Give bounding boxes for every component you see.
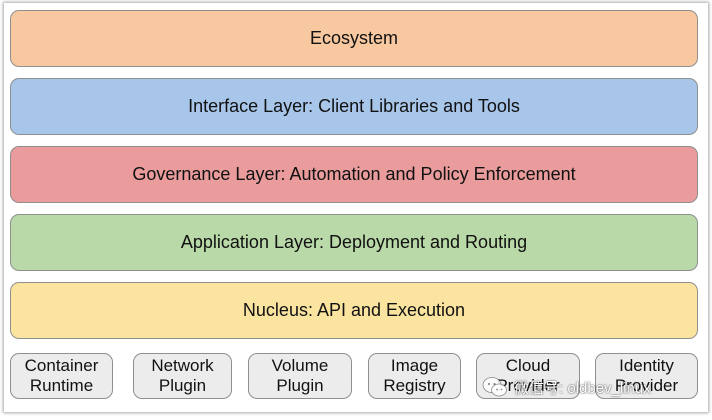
plugin-label-line2: Registry <box>383 376 446 395</box>
governance-layer-label: Governance Layer: Automation and Policy … <box>132 164 576 184</box>
application-layer: Application Layer: Deployment and Routin… <box>10 214 698 271</box>
plugin-row: Container Runtime Network Plugin Volume … <box>10 353 698 401</box>
plugin-container-runtime: Container Runtime <box>10 353 113 399</box>
application-layer-label: Application Layer: Deployment and Routin… <box>180 232 528 252</box>
plugin-cloud-provider: Cloud Provider <box>476 353 580 399</box>
architecture-diagram: Ecosystem Interface Layer: Client Librar… <box>4 3 708 412</box>
plugin-label-line1: Container <box>24 356 99 375</box>
plugin-label-line1: Identity <box>619 356 674 375</box>
plugin-label-line2: Provider <box>614 376 679 395</box>
interface-layer-label: Interface Layer: Client Libraries and To… <box>188 96 520 116</box>
plugin-label-line1: Cloud <box>505 356 551 375</box>
plugin-network: Network Plugin <box>133 353 232 399</box>
plugin-label-line2: Provider <box>496 376 560 395</box>
interface-layer: Interface Layer: Client Libraries and To… <box>10 78 698 135</box>
ecosystem-label: Ecosystem <box>309 28 399 48</box>
plugin-label-line1: Image <box>390 356 439 375</box>
ecosystem-layer: Ecosystem <box>10 10 698 67</box>
nucleus-layer-label: Nucleus: API and Execution <box>242 300 466 320</box>
plugin-volume: Volume Plugin <box>248 353 352 399</box>
nucleus-layer: Nucleus: API and Execution <box>10 282 698 339</box>
plugin-identity-provider: Identity Provider <box>595 353 698 399</box>
plugin-label-line1: Network <box>151 356 214 375</box>
plugin-label-line2: Plugin <box>276 376 324 395</box>
plugin-label-line2: Runtime <box>29 376 94 395</box>
plugin-label-line2: Plugin <box>158 376 207 395</box>
governance-layer: Governance Layer: Automation and Policy … <box>10 146 698 203</box>
plugin-label-line1: Volume <box>271 356 329 375</box>
plugin-image-registry: Image Registry <box>368 353 461 399</box>
